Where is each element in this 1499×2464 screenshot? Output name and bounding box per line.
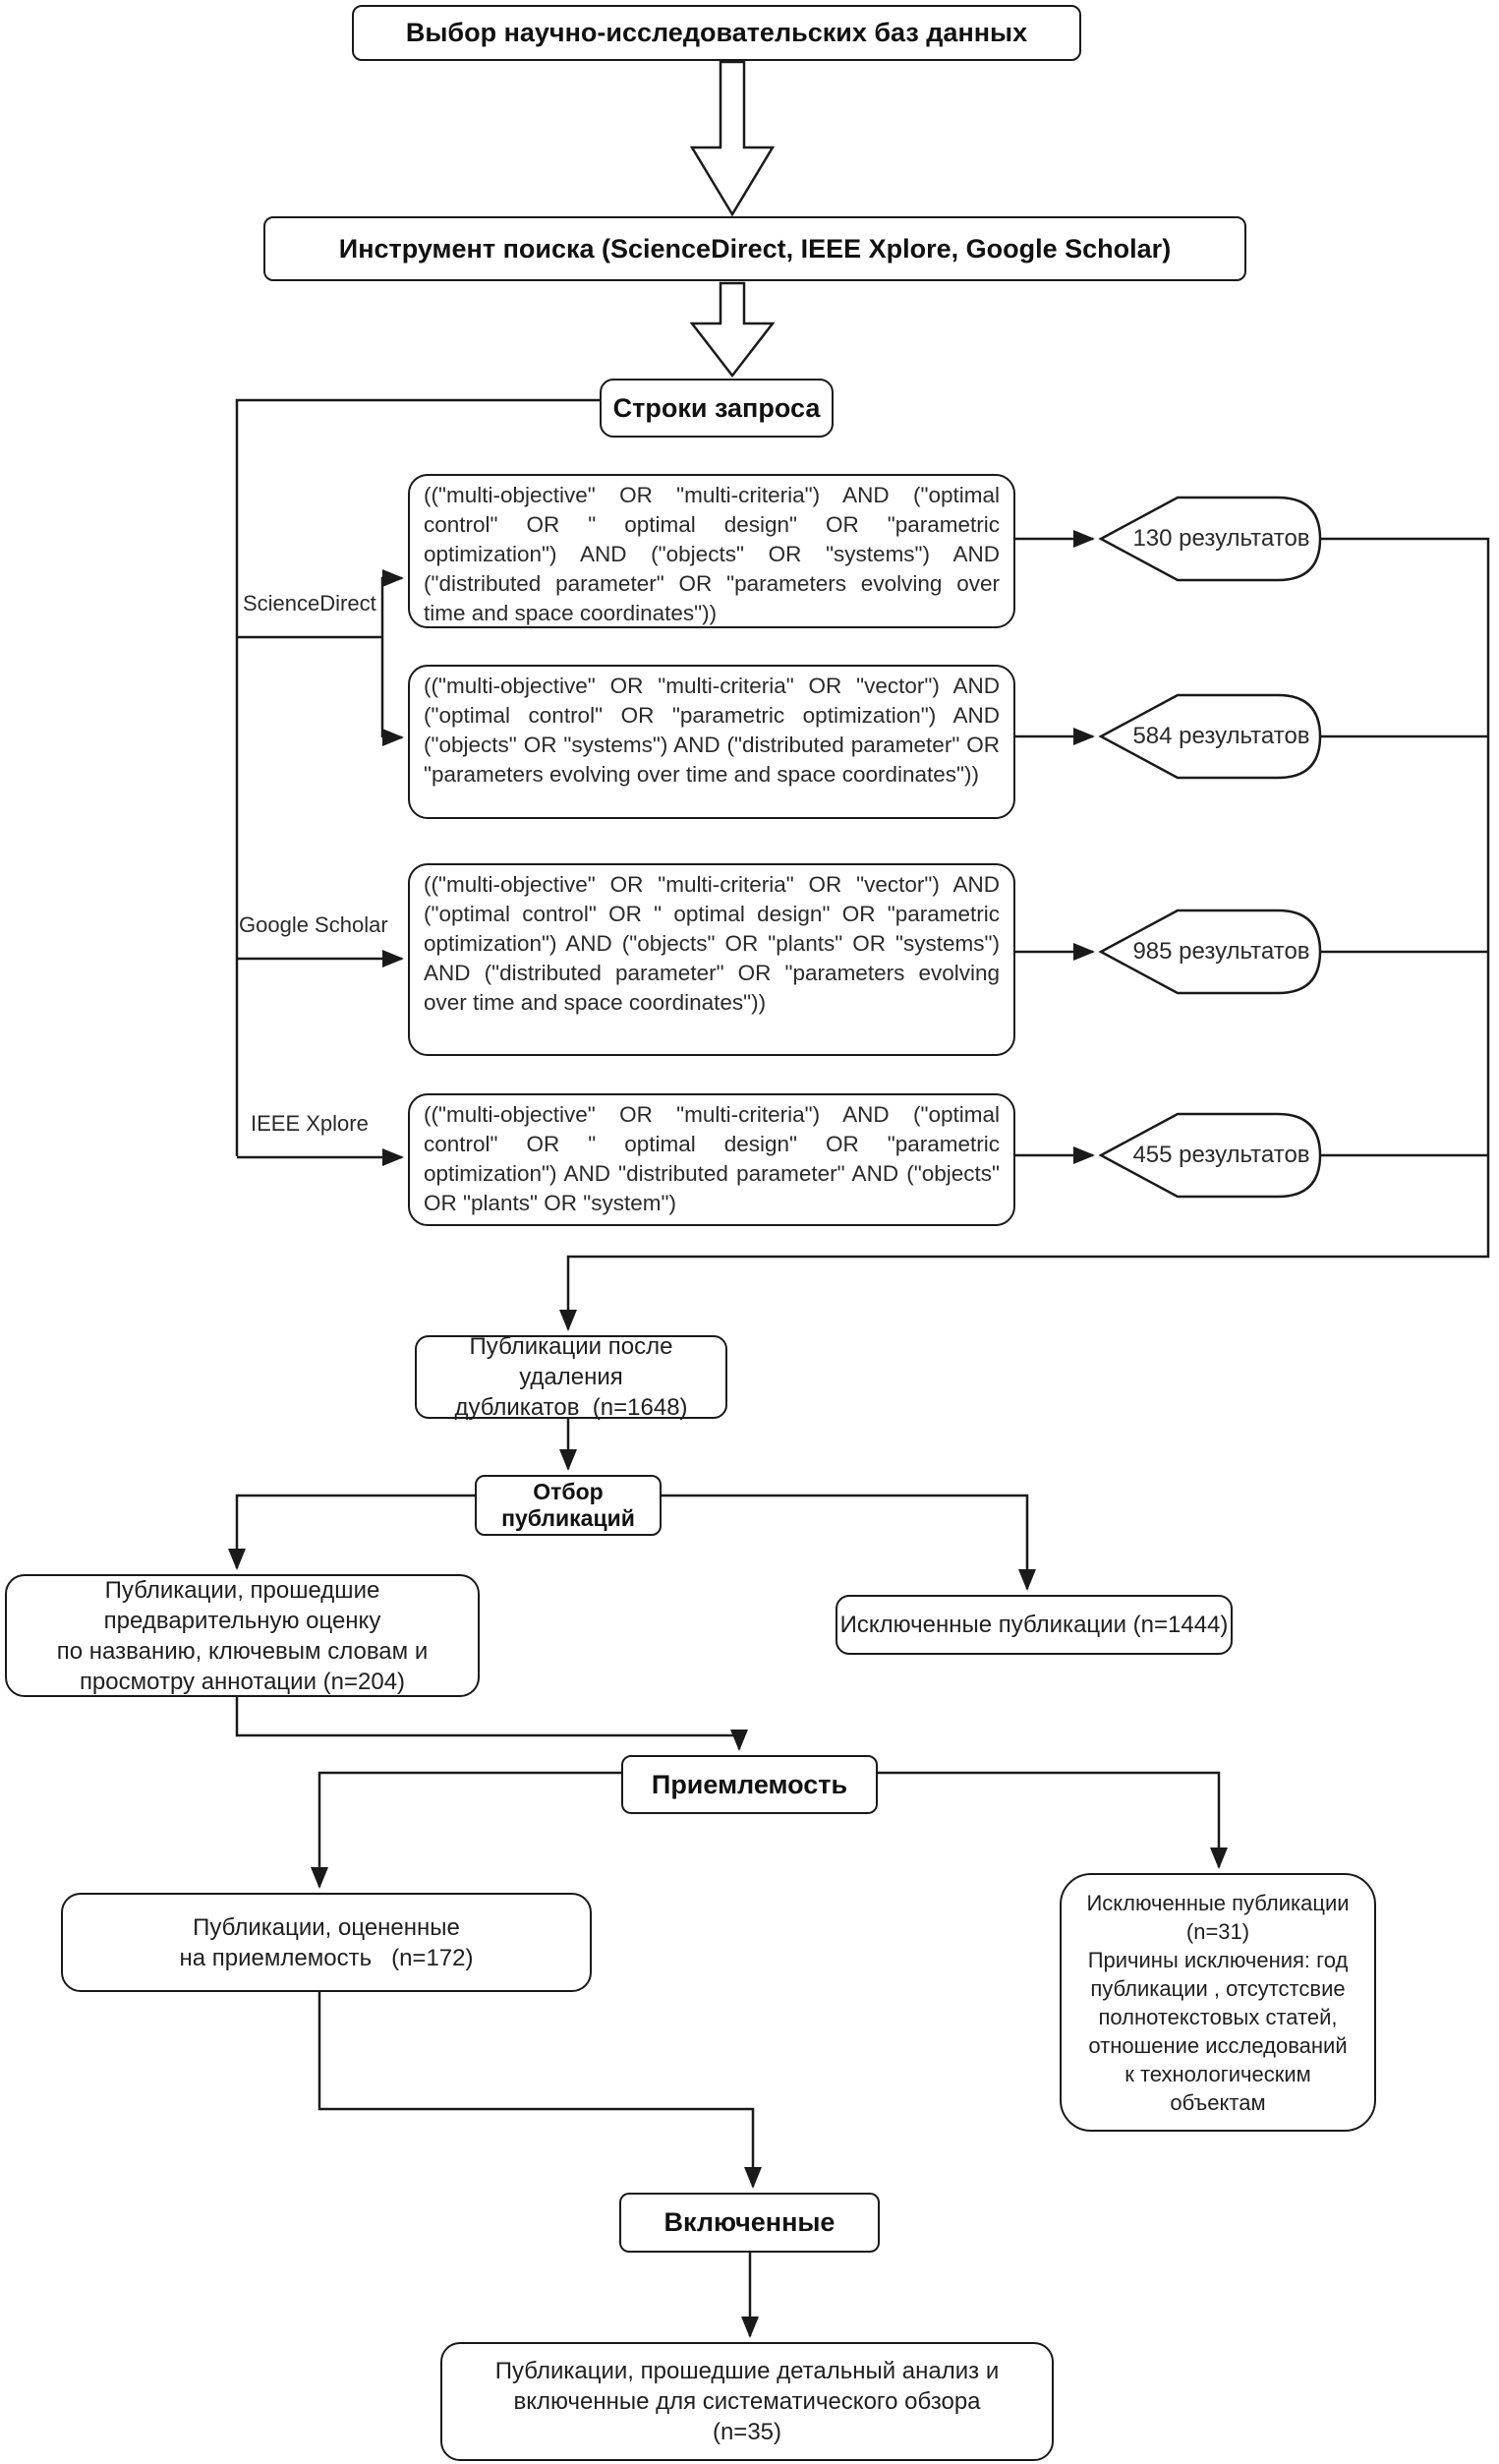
- query-box-sciencedirect-2: (("multi-objective" OR "multi-criteria" …: [408, 665, 1015, 819]
- box-excluded-selection: Исключенные публикации (n=1444): [836, 1595, 1233, 1655]
- hollow-arrow-icon: [689, 281, 776, 379]
- result-label-3: 985 результатов: [1132, 938, 1310, 965]
- query-box-google-scholar: (("multi-objective" OR "multi-criteria" …: [408, 863, 1015, 1056]
- source-label-ieee-xplore: IEEE Xplore: [251, 1111, 369, 1137]
- box-search-tool: Инструмент поиска (ScienceDirect, IEEE X…: [263, 216, 1246, 281]
- box-select-databases: Выбор научно-исследовательских баз данны…: [352, 5, 1081, 61]
- query-box-ieee-xplore: (("multi-objective" OR "multi-criteria")…: [408, 1093, 1015, 1226]
- box-selection-stage: Отбор публикаций: [475, 1475, 662, 1536]
- box-prelim-screened: Публикации, прошедшие предварительную оц…: [5, 1574, 480, 1697]
- result-label-1: 130 результатов: [1132, 525, 1310, 552]
- box-eligibility-stage: Приемлемость: [621, 1755, 878, 1814]
- box-deduplicated: Публикации после удаления дубликатов (n=…: [415, 1333, 727, 1421]
- box-query-strings: Строки запроса: [600, 379, 834, 438]
- box-excluded-eligibility: Исключенные публикации (n=31) Причины ис…: [1060, 1873, 1376, 2132]
- source-label-sciencedirect: ScienceDirect: [243, 591, 376, 616]
- box-included-stage: Включенные: [619, 2193, 880, 2253]
- hollow-arrow-icon: [689, 60, 776, 217]
- box-final-included: Публикации, прошедшие детальный анализ и…: [440, 2342, 1054, 2461]
- box-assessed-eligibility: Публикации, оцененные на приемлемость (n…: [61, 1893, 592, 1992]
- result-label-4: 455 результатов: [1132, 1142, 1310, 1168]
- result-label-2: 584 результатов: [1132, 723, 1310, 749]
- query-box-sciencedirect-1: (("multi-objective" OR "multi-criteria")…: [408, 474, 1015, 628]
- source-label-google-scholar: Google Scholar: [239, 912, 388, 938]
